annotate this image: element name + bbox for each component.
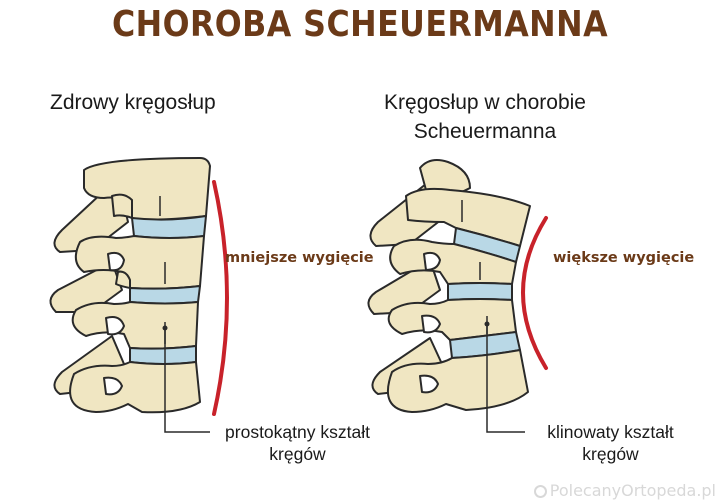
pedicle-2 <box>107 251 125 272</box>
healthy-leader-dot <box>162 325 168 331</box>
healthy-shape-line-2: kręgów <box>269 444 326 464</box>
vertebra-4 <box>69 361 201 414</box>
disc-3 <box>129 345 197 365</box>
caption-line-2: Scheuermanna <box>413 120 557 143</box>
pedicle-3 <box>105 316 125 336</box>
watermark-logo-icon <box>533 485 547 498</box>
healthy-spine <box>49 157 211 414</box>
scheuermann-spine <box>367 159 531 413</box>
healthy-shape-label: prostokątny kształt kręgów <box>210 421 385 465</box>
pedicle-3-r <box>423 251 441 271</box>
scheuermann-leader-dot <box>484 321 490 327</box>
disc-2-r <box>447 282 513 301</box>
disc-2 <box>129 285 201 305</box>
healthy-curve-line <box>212 180 229 416</box>
watermark: PolecanyOrtopeda.pl <box>533 481 716 500</box>
facet-2 <box>115 270 131 289</box>
pedicle-4 <box>103 376 123 396</box>
pedicle-4-r <box>421 314 441 334</box>
scheuermann-curve-label: większe wygięcie <box>553 250 695 266</box>
vertebra-3 <box>71 301 199 350</box>
scheuermann-curve-line <box>521 216 548 370</box>
watermark-text: PolecanyOrtopeda.pl <box>549 481 716 500</box>
scheuermann-leader-line <box>486 324 525 433</box>
facet-1 <box>111 193 133 219</box>
healthy-curve-label: mniejsze wygięcie <box>225 250 374 266</box>
caption-line-1: Kręgosłup w chorobie <box>384 91 586 114</box>
scheuermann-shape-line-1: klinowaty kształt <box>547 422 674 442</box>
healthy-leader-line <box>164 328 210 433</box>
scheuermann-shape-label: klinowaty kształt kręgów <box>523 421 698 465</box>
healthy-shape-line-1: prostokątny kształt <box>225 422 370 442</box>
vertebra-5-r <box>387 349 529 413</box>
scheuermann-shape-line-2: kręgów <box>582 444 639 464</box>
scheuermann-spine-caption: Kręgosłup w chorobie Scheuermanna <box>355 88 615 146</box>
disc-1 <box>131 215 207 239</box>
page-title: CHOROBA SCHEUERMANNA <box>111 4 609 45</box>
pedicle-5-r <box>419 374 439 394</box>
healthy-spine-caption: Zdrowy kręgosłup <box>50 91 216 114</box>
